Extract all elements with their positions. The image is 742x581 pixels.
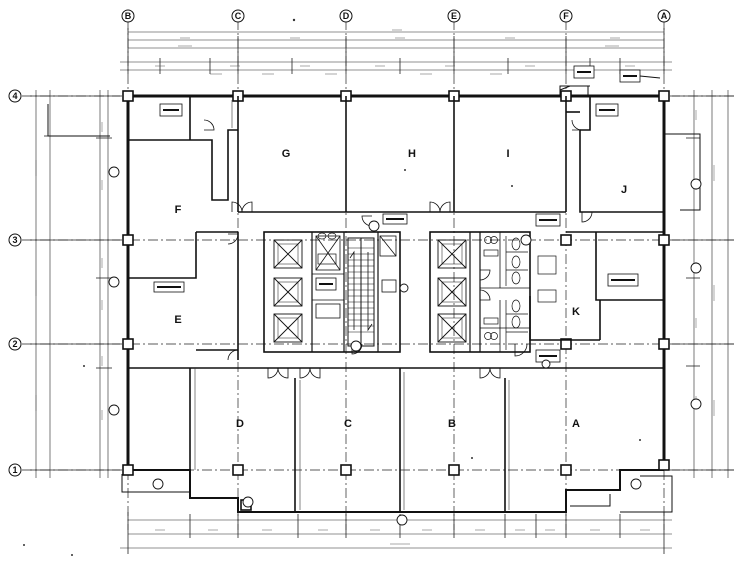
- left-dimensions: [30, 90, 120, 478]
- glazed-partitions: [194, 100, 510, 510]
- grid-label-D: D: [343, 11, 350, 21]
- row-grid-text: 4 3 2 1: [12, 91, 17, 475]
- grid-label-C: C: [235, 11, 242, 21]
- grid-bubble-3: [8, 233, 22, 247]
- row-grid-bubbles: [8, 89, 22, 477]
- grid-label-F: F: [563, 11, 569, 21]
- core-walls: [263, 231, 531, 353]
- room-label-F: F: [175, 204, 182, 216]
- bottom-dimensions: [120, 512, 672, 554]
- exterior-walls: [121, 94, 673, 513]
- right-dimensions: [672, 90, 734, 478]
- grid-label-4: 4: [12, 91, 17, 101]
- room-label-C: C: [344, 418, 352, 430]
- grid-label-1: 1: [12, 465, 17, 475]
- room-label-B: B: [448, 418, 456, 430]
- room-label-D: D: [236, 418, 244, 430]
- equipment-box-marks: [157, 71, 637, 357]
- grid-bubble-4: [8, 89, 22, 103]
- room-label-J: J: [621, 184, 627, 196]
- stair: [347, 237, 375, 347]
- grid-bubble-C: [231, 9, 245, 23]
- room-label-K: K: [572, 306, 580, 318]
- circle-markers: [108, 166, 702, 526]
- grid-bubble-F: [559, 9, 573, 23]
- room-label-E: E: [174, 314, 181, 326]
- grid-bubble-B: [121, 9, 135, 23]
- drawing-specks: [23, 18, 641, 556]
- grid-bubble-1: [8, 463, 22, 477]
- grid-bubble-E: [447, 9, 461, 23]
- elevators: [273, 239, 467, 343]
- elevator-5: [437, 277, 467, 307]
- restroom-fixtures: [317, 232, 557, 350]
- grid-label-A: A: [661, 11, 668, 21]
- grid-bubble-2: [8, 337, 22, 351]
- grid-label-2: 2: [12, 339, 17, 349]
- top-dimensions: [120, 28, 672, 75]
- grid-bubble-A: [657, 9, 671, 23]
- top-notches: [47, 75, 701, 211]
- grid-bubble-D: [339, 9, 353, 23]
- column-grid-text: B C D E F A: [125, 11, 668, 21]
- elevator-4: [437, 239, 467, 269]
- grid-label-E: E: [451, 11, 457, 21]
- elevator-2: [273, 277, 303, 307]
- grid-label-B: B: [125, 11, 132, 21]
- grid-label-3: 3: [12, 235, 17, 245]
- room-label-I: I: [506, 148, 509, 160]
- room-label-A: A: [572, 418, 580, 430]
- elevator-6: [437, 313, 467, 343]
- structural-columns: [122, 90, 670, 511]
- interior-walls: [128, 96, 664, 512]
- room-labels: G H I J F E K D C B A: [174, 148, 627, 430]
- equipment-boxes: [153, 65, 641, 363]
- room-label-H: H: [408, 148, 416, 160]
- elevator-3: [273, 313, 303, 343]
- column-grid-bubbles: [121, 9, 671, 23]
- elevator-1: [273, 239, 303, 269]
- room-label-G: G: [282, 148, 291, 160]
